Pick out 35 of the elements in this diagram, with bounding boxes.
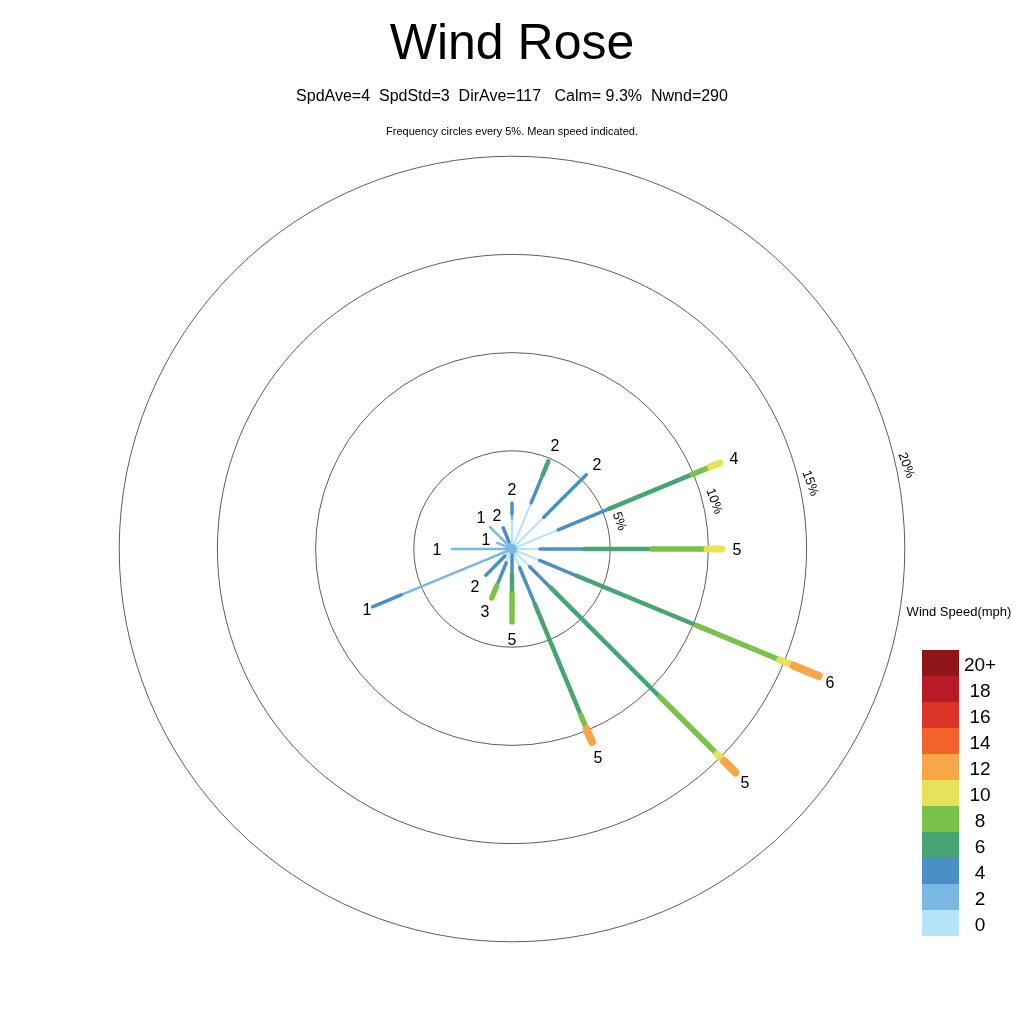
mean-speed-label: 5: [732, 542, 742, 558]
legend-label: 6: [974, 836, 986, 856]
legend-label: 12: [969, 758, 991, 778]
mean-speed-label: 4: [729, 451, 739, 467]
mean-speed-label: 2: [470, 579, 480, 595]
mean-speed-label: 2: [507, 482, 517, 498]
legend-label: 16: [969, 706, 991, 726]
ring-label: 5%: [610, 509, 630, 533]
ring-label: 20%: [896, 450, 918, 480]
mean-speed-label: 5: [740, 775, 750, 791]
mean-speed-label: 3: [480, 604, 490, 620]
mean-speed-label: 2: [592, 457, 602, 473]
mean-speed-label: 1: [432, 542, 442, 558]
mean-speed-label: 1: [481, 532, 491, 548]
statistics-line: SpdAve=4 SpdStd=3 DirAve=117 Calm= 9.3% Nwnd=290: [296, 88, 728, 104]
legend-label: 14: [969, 732, 991, 752]
legend-label: 0: [974, 914, 986, 934]
mean-speed-label: 5: [593, 750, 603, 766]
legend-label: 18: [969, 680, 991, 700]
legend-label: 20+: [963, 654, 997, 674]
mean-speed-label: 6: [825, 675, 835, 691]
mean-speed-label: 5: [507, 632, 517, 648]
chart-title: Wind Rose: [389, 17, 635, 67]
mean-speed-label: 1: [362, 602, 372, 618]
legend-label: 10: [969, 784, 991, 804]
legend-label: 2: [974, 888, 986, 908]
chart-note: Frequency circles every 5%. Mean speed indicated.: [386, 125, 638, 137]
legend-title: Wind Speed(mph): [906, 604, 1012, 618]
legend-label: 8: [974, 810, 986, 830]
ring-label: 10%: [704, 486, 726, 516]
mean-speed-label: 2: [550, 438, 560, 454]
legend-label: 4: [974, 862, 986, 882]
ring-label: 15%: [800, 468, 822, 498]
mean-speed-label: 2: [492, 508, 502, 524]
mean-speed-label: 1: [476, 510, 486, 526]
